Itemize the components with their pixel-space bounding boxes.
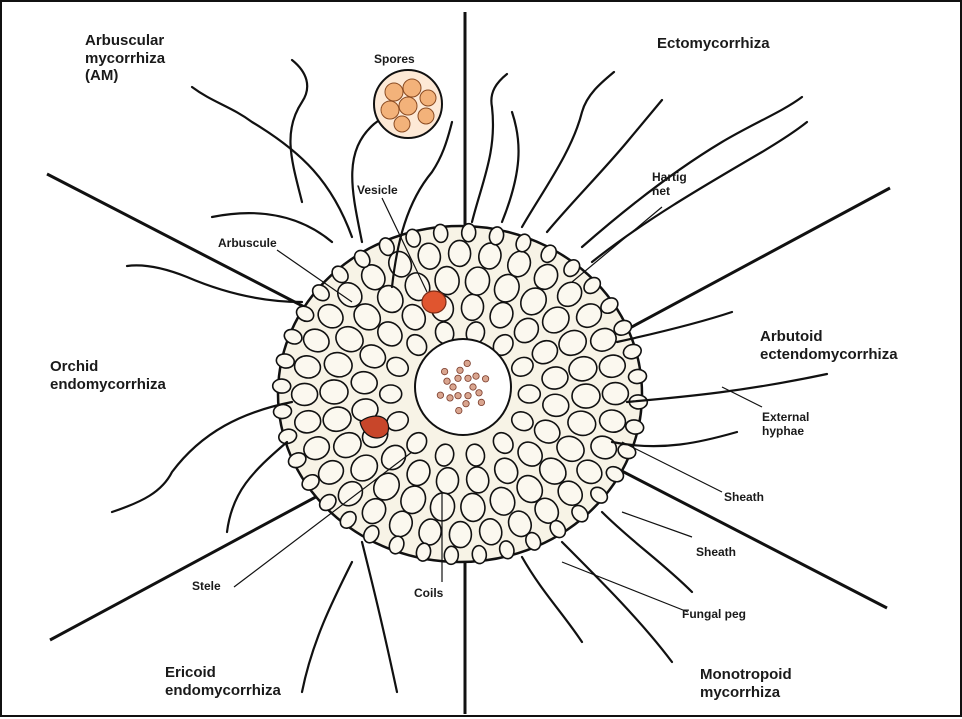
hypha-arbutoid-2	[627, 374, 827, 402]
stele-cell	[444, 378, 450, 384]
root-cell	[444, 546, 459, 565]
stele-cell	[465, 393, 471, 399]
hypha-mono-3	[522, 557, 582, 642]
root-cell	[380, 385, 402, 403]
label-stele: Stele	[192, 579, 221, 593]
stele-cell	[457, 367, 463, 373]
label-fungal-peg: Fungal peg	[682, 607, 746, 621]
label-ectomycorrhiza: Ectomycorrhiza	[657, 35, 770, 53]
stele-cell	[456, 407, 462, 413]
stele-cell	[437, 392, 443, 398]
label-monotropoid-mycorrhiza: Monotropoid mycorrhiza	[700, 666, 792, 701]
stele-cell	[464, 360, 470, 366]
label-arbuscular-mycorrhiza: Arbuscular mycorrhiza (AM)	[85, 32, 165, 85]
hypha-orchid-3	[127, 265, 302, 302]
stele-cell	[476, 390, 482, 396]
label-coils: Coils	[414, 586, 443, 600]
stele-cell	[463, 401, 469, 407]
label-spores: Spores	[374, 52, 415, 66]
hypha-ecto-2	[502, 112, 519, 222]
vesicle	[422, 291, 446, 313]
stele-cell	[441, 368, 447, 374]
root-cell	[320, 380, 348, 405]
stele-cell	[465, 375, 471, 381]
hypha-mono-2	[602, 512, 692, 592]
root-cell	[518, 385, 540, 403]
label-hartig-net: Hartig net	[652, 170, 687, 198]
hypha-ecto-5	[582, 97, 802, 247]
stele-cell	[478, 399, 484, 405]
stele-cell	[455, 393, 461, 399]
root-cell	[449, 522, 471, 548]
root-cell	[449, 240, 471, 266]
label-external-hyphae: External hyphae	[762, 410, 809, 438]
root-cell	[461, 223, 476, 242]
label-sheath-1: Sheath	[724, 490, 764, 504]
hypha-ericoid-2	[302, 562, 352, 692]
hypha-ecto-4	[547, 100, 662, 232]
hypha-orchid-1	[112, 402, 292, 512]
stele-cell	[455, 375, 461, 381]
label-arbuscule: Arbuscule	[218, 236, 277, 250]
stele-cell	[470, 384, 476, 390]
label-vesicle: Vesicle	[357, 183, 398, 197]
label-arbutoid-ectendomycorrhiza: Arbutoid ectendomycorrhiza	[760, 328, 898, 363]
stele-cell	[450, 384, 456, 390]
label-ericoid-endomycorrhiza: Ericoid endomycorrhiza	[165, 664, 281, 699]
stele-cell	[447, 395, 453, 401]
hypha-ericoid-1	[362, 542, 397, 692]
spores-cluster	[374, 70, 442, 138]
root-cell	[272, 379, 291, 394]
stele-cell	[473, 373, 479, 379]
hypha-ecto-3	[522, 72, 614, 227]
root-cell	[602, 383, 628, 405]
root-cross-section	[272, 223, 647, 564]
root-cell	[572, 384, 600, 409]
stele	[415, 339, 511, 435]
hypha-ecto-6	[592, 122, 807, 262]
hypha-ecto-1	[472, 74, 507, 222]
stele-cell	[482, 376, 488, 382]
pointer-sheath-2	[622, 512, 692, 537]
label-sheath-2: Sheath	[696, 545, 736, 559]
hypha-am-2	[290, 60, 307, 202]
root-cell	[292, 383, 318, 405]
label-orchid-endomycorrhiza: Orchid endomycorrhiza	[50, 358, 166, 393]
pointer-sheath-1	[622, 442, 722, 492]
